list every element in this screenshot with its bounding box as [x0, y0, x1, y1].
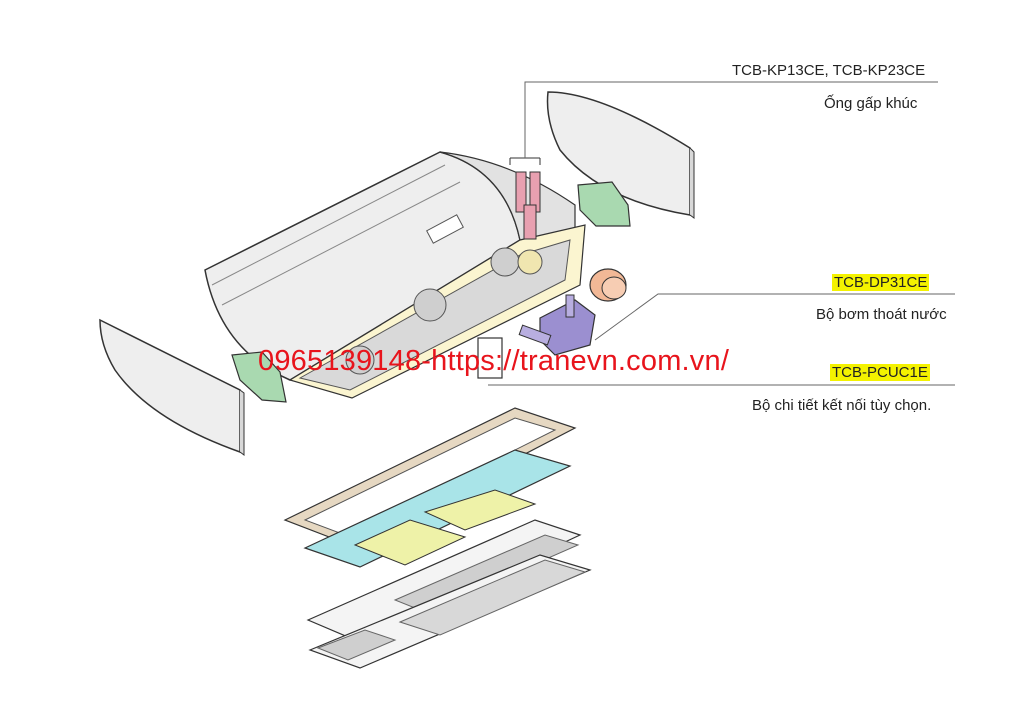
filter-yellow-1 — [353, 519, 467, 566]
main-unit-body — [204, 151, 586, 399]
kit3-desc: Bộ chi tiết kết nối tùy chọn. — [752, 397, 932, 414]
kit1-code: TCB-KP13CE, TCB-KP23CE — [732, 62, 926, 79]
connector-bracket — [477, 337, 503, 379]
kit1-desc: Ống gấp khúc — [824, 95, 918, 112]
kit2-code: TCB-DP31CE — [832, 274, 930, 291]
left-end-cap — [99, 318, 245, 456]
bent-pipe-kit — [509, 157, 541, 240]
kit2-code-text: TCB-DP31CE — [832, 274, 930, 291]
right-end-cap — [546, 91, 695, 219]
bracket-left — [231, 351, 287, 403]
drain-pump — [518, 294, 596, 356]
bracket-right — [577, 181, 631, 227]
filter-yellow-2 — [423, 489, 537, 531]
leader-kit2 — [594, 293, 955, 341]
grille-panel-bottom — [308, 554, 592, 669]
kit2-desc: Bộ bơm thoát nước — [816, 306, 947, 323]
kit3-code: TCB-PCUC1E — [830, 364, 930, 381]
leader-kit1 — [524, 81, 938, 158]
kit3-code-text: TCB-PCUC1E — [830, 364, 930, 381]
drain-flange — [589, 268, 627, 302]
watermark-text: 0965139148-https://tranevn.com.vn/ — [258, 345, 730, 377]
